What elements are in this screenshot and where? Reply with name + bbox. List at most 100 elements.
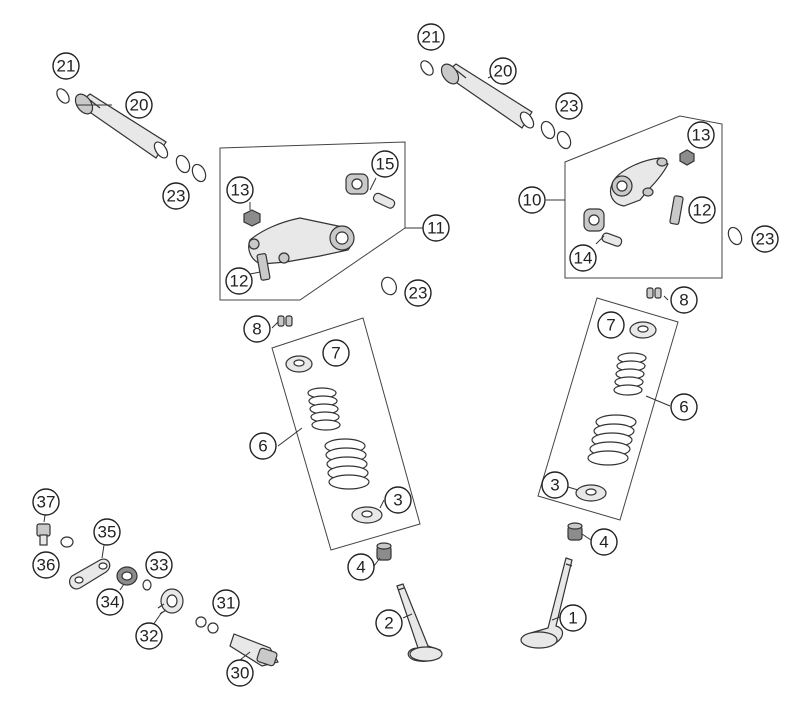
- right-valve-group: [520, 287, 679, 649]
- svg-text:4: 4: [356, 558, 365, 577]
- washer-23-right-b: [556, 130, 572, 150]
- svg-text:20: 20: [130, 96, 149, 115]
- svg-text:33: 33: [150, 556, 169, 575]
- spring-retainer-7-right: [629, 321, 657, 339]
- lower-left-parts-group: [36, 523, 279, 667]
- adjusting-screw-12-left: [256, 253, 271, 281]
- rocker-arm-frame-left: [219, 141, 406, 301]
- callout-8: 8: [670, 286, 698, 314]
- adjusting-screw-12-right: [669, 195, 684, 225]
- svg-text:23: 23: [167, 187, 186, 206]
- callout-37: 37: [32, 488, 60, 516]
- svg-text:13: 13: [231, 181, 250, 200]
- washer-23-right-c: [727, 226, 743, 246]
- valve-2: [396, 583, 443, 662]
- callout-23: 23: [404, 279, 432, 307]
- o-ring-21-left: [56, 88, 70, 104]
- washer-23-right-a: [540, 120, 556, 140]
- roller-14: [583, 208, 605, 232]
- pin-15: [372, 192, 396, 209]
- svg-text:15: 15: [376, 155, 395, 174]
- callout-6: 6: [670, 393, 698, 421]
- o-ring-21-right: [420, 60, 434, 76]
- callout-35: 35: [93, 518, 121, 546]
- callout-10: 10: [518, 186, 546, 214]
- svg-text:10: 10: [523, 191, 542, 210]
- washer-23-left-a: [175, 154, 191, 174]
- inner-spring-6-right: [613, 352, 647, 396]
- washer-23-left-c: [381, 276, 397, 296]
- rocker-shaft-20-left: [74, 93, 169, 159]
- callout-33: 33: [145, 551, 173, 579]
- svg-text:14: 14: [574, 249, 593, 268]
- callout-32: 32: [135, 622, 163, 650]
- left-rocker-shaft-group: [56, 88, 406, 301]
- svg-text:35: 35: [98, 523, 117, 542]
- outer-spring-6-right: [587, 414, 637, 466]
- svg-text:12: 12: [693, 201, 712, 220]
- nut-13-left: [243, 209, 261, 227]
- callout-31: 31: [212, 589, 240, 617]
- valve-keepers-8-left: [277, 315, 293, 327]
- screw-37: [36, 523, 51, 546]
- svg-text:21: 21: [422, 28, 441, 47]
- svg-text:12: 12: [230, 272, 249, 291]
- svg-text:34: 34: [101, 593, 120, 612]
- callout-15: 15: [371, 150, 399, 178]
- callout-34: 34: [96, 588, 124, 616]
- rocker-arm-11: [248, 217, 355, 265]
- valve-spring-frame-left: [271, 317, 421, 551]
- valve-stem-seal-4-right: [567, 522, 583, 541]
- svg-text:8: 8: [679, 291, 688, 310]
- callout-2: 2: [375, 609, 403, 637]
- callout-23: 23: [555, 92, 583, 120]
- svg-text:13: 13: [692, 126, 711, 145]
- svg-text:11: 11: [427, 219, 445, 238]
- callout-14: 14: [569, 244, 597, 272]
- callout-21: 21: [52, 52, 80, 80]
- svg-text:37: 37: [37, 493, 56, 512]
- svg-text:21: 21: [57, 57, 76, 76]
- callout-8: 8: [243, 315, 271, 343]
- spring-retainer-7-left: [285, 355, 313, 373]
- callout-4: 4: [590, 528, 618, 556]
- valve-1: [520, 557, 573, 649]
- callout-1: 1: [559, 604, 587, 632]
- svg-text:6: 6: [679, 398, 688, 417]
- callout-13: 13: [687, 121, 715, 149]
- washer-23-left-b: [191, 163, 207, 183]
- svg-text:20: 20: [494, 62, 513, 81]
- svg-text:1: 1: [568, 609, 577, 628]
- callout-36: 36: [32, 551, 60, 579]
- svg-text:2: 2: [384, 614, 393, 633]
- callout-12: 12: [225, 267, 253, 295]
- nut-13-right: [679, 149, 695, 166]
- shaft-30: [229, 633, 279, 667]
- callout-20: 20: [125, 91, 153, 119]
- bearing-34: [116, 566, 138, 586]
- valve-keepers-8-right: [646, 287, 662, 299]
- callout-30: 30: [226, 659, 254, 687]
- spring-seat-3-right: [575, 484, 607, 502]
- callout-7: 7: [597, 311, 625, 339]
- svg-text:6: 6: [258, 437, 267, 456]
- svg-text:31: 31: [217, 594, 236, 613]
- o-ring-31-a: [195, 616, 207, 628]
- callout-21: 21: [417, 23, 445, 51]
- svg-text:3: 3: [393, 491, 402, 510]
- bushing-32: [157, 588, 184, 615]
- svg-text:4: 4: [599, 533, 608, 552]
- callout-7: 7: [322, 339, 350, 367]
- o-ring-31-b: [207, 622, 219, 634]
- svg-text:7: 7: [331, 344, 340, 363]
- callout-4: 4: [347, 553, 375, 581]
- svg-text:32: 32: [140, 627, 159, 646]
- svg-text:30: 30: [231, 664, 250, 683]
- left-valve-group: [271, 315, 443, 662]
- callout-20: 20: [489, 57, 517, 85]
- roller-15: [345, 173, 369, 195]
- svg-text:3: 3: [550, 476, 559, 495]
- svg-text:23: 23: [560, 97, 579, 116]
- callout-23: 23: [751, 225, 779, 253]
